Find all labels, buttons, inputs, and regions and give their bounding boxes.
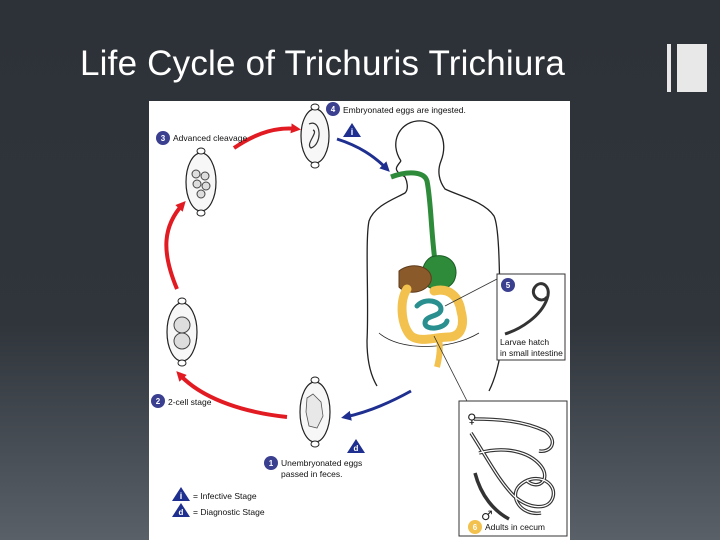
legend-diagnostic-icon: d	[172, 503, 190, 517]
rectum	[434, 338, 443, 368]
stage-4-marker: 4	[326, 102, 340, 116]
stage-3-marker: 3	[156, 131, 170, 145]
infective-marker-letter: i	[351, 127, 354, 137]
adults-box	[458, 400, 568, 537]
title-accent-thick-bar	[677, 44, 707, 92]
stage-4-label: Embryonated eggs are ingested.	[343, 105, 466, 115]
development-arrow-2-to-3	[164, 201, 186, 290]
egg-advanced-cleavage	[185, 147, 217, 217]
stage-6-label: Adults in cecum	[485, 522, 545, 532]
egg-two-cell	[166, 297, 198, 367]
stage-5-marker: 5	[501, 278, 515, 292]
development-arrow-3-to-4	[232, 123, 301, 150]
female-symbol: ♀	[467, 412, 477, 427]
diagnostic-stage-marker-on-arrow: d	[347, 439, 365, 453]
stage-5-label-line1: Larvae hatch	[500, 337, 549, 347]
small-intestine	[414, 298, 450, 331]
development-arrow-1-to-2	[176, 371, 288, 419]
legend-infective-label: = Infective Stage	[193, 491, 257, 501]
stage-1-label-line1: Unembryonated eggs	[281, 458, 362, 468]
stage-1-number: 1	[269, 459, 274, 468]
legend: i = Infective Stage d = Diagnostic Stage	[172, 487, 265, 517]
title-accent-bars	[667, 44, 717, 92]
stage-2-number: 2	[156, 397, 161, 406]
male-symbol: ♂	[481, 509, 493, 524]
diagnostic-marker-letter: d	[354, 444, 359, 453]
stage-1-marker: 1	[264, 456, 278, 470]
transmission-arrow-ingestion	[336, 137, 390, 172]
stage-6-number: 6	[473, 523, 478, 532]
adult-worms-inner	[470, 418, 554, 514]
egg-embryonated	[300, 103, 330, 169]
svg-text:d: d	[179, 508, 184, 517]
transmission-arrow-feces	[341, 389, 412, 421]
life-cycle-figure: 4 Embryonated eggs are ingested. 3 Advan…	[149, 101, 570, 540]
stage-2-label: 2-cell stage	[168, 397, 212, 407]
stage-4-number: 4	[331, 105, 336, 114]
life-cycle-diagram: 4 Embryonated eggs are ingested. 3 Advan…	[151, 102, 568, 537]
title-accent-thin-bar	[667, 44, 671, 92]
larva-worm	[504, 282, 550, 336]
esophagus	[390, 170, 438, 262]
stage-3-number: 3	[161, 134, 166, 143]
stage-6-marker: 6	[468, 520, 482, 534]
slide-title: Life Cycle of Trichuris Trichiura	[80, 44, 566, 83]
stage-5-label-line2: in small intestine	[500, 348, 563, 358]
legend-diagnostic-label: = Diagnostic Stage	[193, 507, 265, 517]
stage-2-marker: 2	[151, 394, 165, 408]
legend-infective-icon: i	[172, 487, 190, 501]
stage-3-label: Advanced cleavage	[173, 133, 247, 143]
stage-1-label-line2: passed in feces.	[281, 469, 342, 479]
svg-text:i: i	[180, 491, 183, 501]
egg-unembryonated	[299, 376, 331, 448]
stage-5-number: 5	[506, 281, 511, 290]
infective-stage-marker-on-arrow: i	[343, 123, 361, 137]
